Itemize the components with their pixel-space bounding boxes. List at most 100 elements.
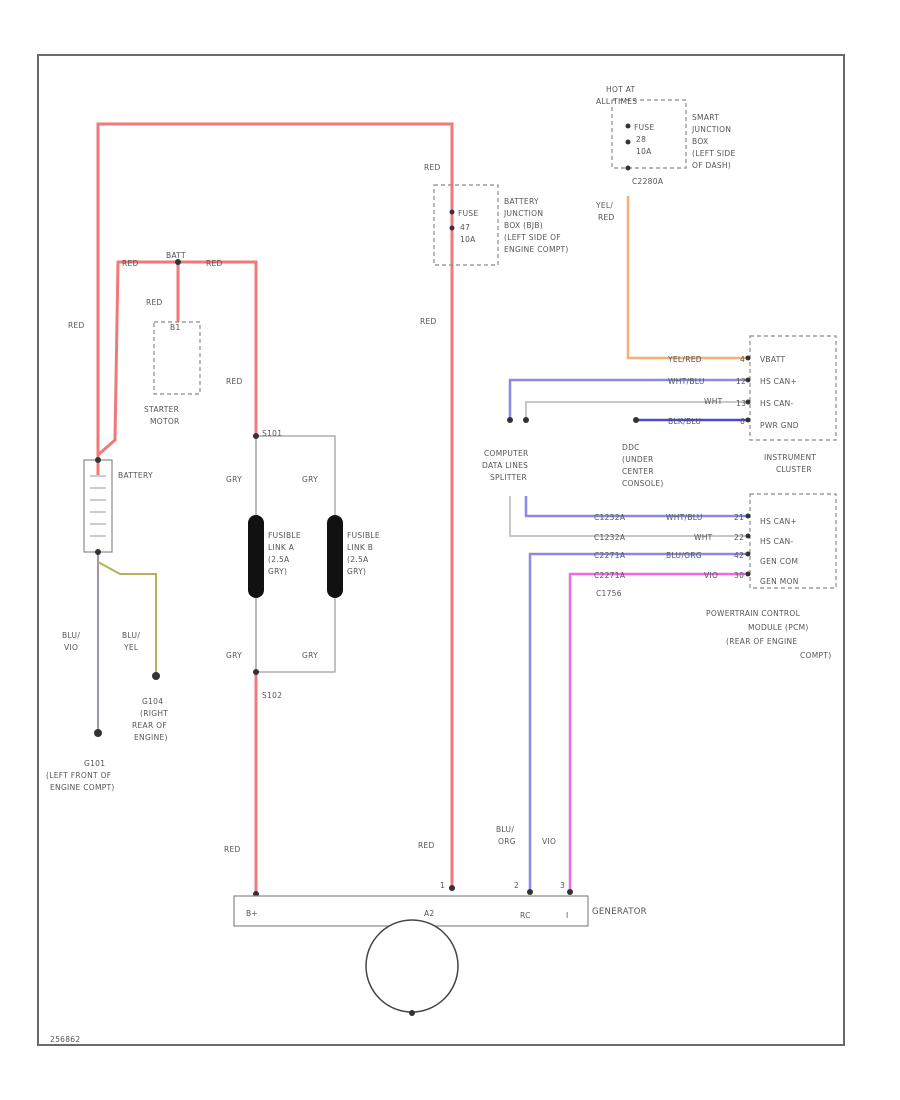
sjb-label-0: SMART <box>692 113 719 122</box>
pcm-pin-3: GEN MON <box>760 577 799 586</box>
label-blu-org-1: BLU/ <box>496 825 514 834</box>
wire-red-top <box>96 122 454 888</box>
ground-g104-dot <box>152 672 160 680</box>
g104-label-2: REAR OF <box>132 721 167 730</box>
label-bjb-amp: 10A <box>460 235 476 244</box>
pcm-pin-0: HS CAN+ <box>760 517 797 526</box>
dlc-label-0: DDC <box>622 443 640 452</box>
label-red-fusible-bottom: RED <box>224 845 241 854</box>
fusible-a-2: (2.5A <box>268 555 290 564</box>
label-s101: S101 <box>262 429 282 438</box>
fusible-b-2: (2.5A <box>347 555 369 564</box>
dlc-label-1: (UNDER <box>622 455 654 464</box>
pcm-pinnum-0: 21 <box>734 513 744 522</box>
wire-blu-yel <box>97 561 157 676</box>
ic-wire-1: WHT/BLU <box>668 377 705 386</box>
fusible-frame <box>255 435 336 673</box>
label-blu-yel-1: BLU/ <box>122 631 140 640</box>
generator-label: GENERATOR <box>592 907 647 917</box>
fusible-b-0: FUSIBLE <box>347 531 380 540</box>
starter-motor-box <box>153 321 201 395</box>
g104-label-3: ENGINE) <box>134 733 168 742</box>
gen-pinnum-2: 2 <box>514 881 519 890</box>
label-yel-red: RED <box>598 213 615 222</box>
g101-label-1: (LEFT FRONT OF <box>46 771 111 780</box>
ic-wire-0: YEL/RED <box>667 355 702 364</box>
ic-pin-2: HS CAN- <box>760 399 794 408</box>
sjb-label-2: BOX <box>692 137 708 146</box>
instrument-cluster-box <box>749 335 837 441</box>
label-sjb-fuse-no: 28 <box>636 135 646 144</box>
pcm-wire-1: WHT <box>694 533 713 542</box>
wire-red-junction-fusible <box>178 260 258 436</box>
label-hot-at: HOT AT <box>606 85 636 94</box>
pcm-pin-1: HS CAN- <box>760 537 794 546</box>
pcm-wire-3: VIO <box>704 571 718 580</box>
label-yel: YEL/ <box>595 201 613 210</box>
sjb-label-1: JUNCTION <box>691 125 731 134</box>
wire-red-battery-junction <box>97 260 178 457</box>
pcm-pin-2: GEN COM <box>760 557 798 566</box>
ic-pinnum-3: 6 <box>740 417 745 426</box>
connector-dots <box>253 355 751 897</box>
label-battery: BATTERY <box>118 471 153 480</box>
fusible-b-3: GRY) <box>347 567 366 576</box>
label-s102: S102 <box>262 691 282 700</box>
wire-vio <box>568 572 748 892</box>
pcm-conn-2: C2271A <box>594 551 626 560</box>
fusible-a-3: GRY) <box>268 567 287 576</box>
wire-wht-pcm <box>509 496 748 537</box>
label-red-bjb-low: RED <box>420 317 437 326</box>
ic-pin-0: VBATT <box>760 355 785 364</box>
bjb-box <box>433 184 499 266</box>
label-blu-org-2: ORG <box>498 837 516 846</box>
label-sjb-amp: 10A <box>636 147 652 156</box>
label-gry-1: GRY <box>226 475 242 484</box>
pcm-wire-2: BLU/ORG <box>666 551 702 560</box>
ic-pin-3: PWR GND <box>760 421 799 430</box>
splitter-label-2: SPLITTER <box>490 473 527 482</box>
bjb-label-0: BATTERY <box>504 197 539 206</box>
pcm-label-0: POWERTRAIN CONTROL <box>706 609 801 618</box>
fusible-b-1: LINK B <box>347 543 373 552</box>
pcm-conn-3: C2271A <box>594 571 626 580</box>
label-sjb-fuse: FUSE <box>634 123 655 132</box>
pcm-pinnum-1: 22 <box>734 533 744 542</box>
label-vio: VIO <box>542 837 556 846</box>
ic-label-0: INSTRUMENT <box>764 453 816 462</box>
label-gry-3: GRY <box>226 651 242 660</box>
ic-wire-3: BLK/BLU <box>668 417 701 426</box>
gen-pin-i: I <box>566 911 569 920</box>
wire-blu-org <box>528 552 748 892</box>
label-red-left: RED <box>68 321 85 330</box>
dlc-label-3: CONSOLE) <box>622 479 664 488</box>
pcm-conn-label: C1756 <box>596 589 622 598</box>
ic-pinnum-1: 12 <box>736 377 746 386</box>
label-blu-yel-2: YEL <box>123 643 139 652</box>
sjb-label-3: (LEFT SIDE <box>692 149 735 158</box>
bjb-label-4: ENGINE COMPT) <box>504 245 569 254</box>
starter-label-0: STARTER <box>144 405 179 414</box>
wire-wht-blu-pcm <box>524 496 748 518</box>
starter-label-1: MOTOR <box>150 417 180 426</box>
battery-cells <box>90 475 106 537</box>
wire-wht-cluster <box>525 401 748 420</box>
label-blu-vio-1: BLU/ <box>62 631 80 640</box>
label-all-times: ALL TIMES <box>596 97 637 106</box>
label-red-starter-right: RED <box>206 259 223 268</box>
ic-label-1: CLUSTER <box>776 465 812 474</box>
fusible-link-b <box>327 515 343 598</box>
label-bjb-fuse-no: 47 <box>460 223 470 232</box>
gen-pin-rc: RC <box>520 911 531 920</box>
label-red-starter-left: RED <box>122 259 139 268</box>
gen-pin-bplus: B+ <box>246 909 258 918</box>
wire-wht-blu-cluster <box>508 378 748 420</box>
ic-pin-1: HS CAN+ <box>760 377 797 386</box>
pcm-box <box>749 493 837 589</box>
gen-a-label: A2 <box>424 909 435 918</box>
pcm-label-3: COMPT) <box>800 651 831 660</box>
wire-yel-red <box>626 196 748 360</box>
bjb-label-2: BOX (BJB) <box>504 221 543 230</box>
label-red-bjb-top: RED <box>424 163 441 172</box>
label-blu-vio-2: VIO <box>64 643 78 652</box>
